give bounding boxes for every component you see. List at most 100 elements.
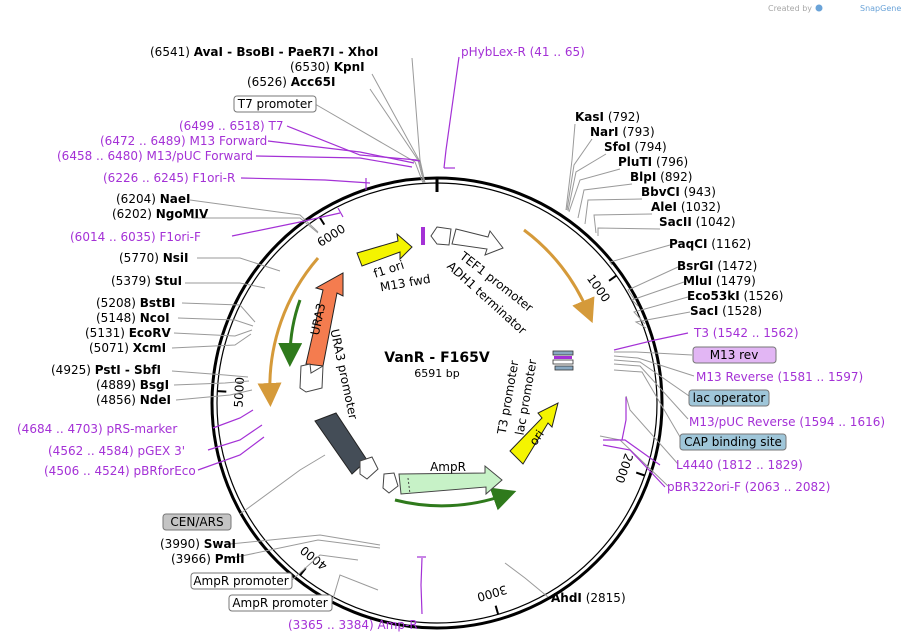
ampr-promoter-feature [359,456,379,480]
feature-boxes: T7 promoter M13 rev lac operator CAP bin… [162,95,787,612]
cen-ars-feature [314,412,368,475]
feature-label-t7-promoter: T7 promoter [237,97,313,111]
feature-box-cen-ars [162,513,232,531]
tick-label-4000: 4000 [297,543,330,573]
feature-label-ampr-promoter-2: AmpR promoter [232,596,327,610]
site-mlui: MluI (1479) [683,274,756,288]
ura3-promoter-label: URA3 promoter [328,328,361,421]
feature-box-ampr-promoter-2 [228,594,333,612]
tick-label-6000: 6000 [315,222,348,250]
site-sacii: SacII (1042) [659,215,736,229]
backbone [210,176,664,630]
ura3-label: URA3 [308,302,328,337]
tick-mark-1000 [608,274,617,282]
site-xcmi: (5071) XcmI [89,341,166,355]
primer-prs-marker: (4684 .. 4703) pRS-marker [17,422,177,436]
site-blpi: BlpI (892) [630,170,692,184]
tick-label-3000: 3000 [475,582,508,604]
site-ngomiv: (6202) NgoMIV [112,207,209,221]
site-bsgi: (4889) BsgI [96,378,169,392]
primer-lines [197,56,689,615]
feature-box-lac-operator [688,389,770,407]
feature-box-ampr-promoter-1 [190,572,293,590]
restriction-sites: (6541) AvaI - BsoBI - PaeR7I - XhoI (653… [51,45,783,605]
lac-operator-mark [552,350,574,356]
primer-amp-r: (3365 .. 3384) Amp-R [288,618,418,632]
tick-label-2000: 2000 [612,452,635,485]
f1-ori-feature [356,232,413,267]
ura3-feature [305,272,344,367]
primer-pbr322ori-f: pBR322ori-F (2063 .. 2082) [667,480,830,494]
site-kasi: KasI (792) [575,110,640,124]
primer-t7: (6499 .. 6518) T7 [179,119,284,133]
credit-brand: SnapGene [860,4,901,13]
feature-box-m13-rev [692,346,777,364]
cap-site-mark [554,365,574,371]
lac-promoter-mark [552,359,574,365]
site-bsrgi: BsrGI (1472) [677,259,757,273]
tick-label-1000: 1000 [584,272,613,305]
feature-label-cap-binding-site: CAP binding site [684,435,782,449]
site-nsii: (5770) NsiI [119,251,189,265]
tick-mark-2000 [635,471,646,477]
position-ticks: 1000 2000 3000 4000 5000 6000 [217,216,646,615]
feature-label-cen-ars: CEN/ARS [170,515,223,529]
site-bbvci: BbvCI (943) [641,185,716,199]
primer-f1ori-f: (6014 .. 6035) F1ori-F [70,230,201,244]
site-pluti: PluTI (796) [618,155,688,169]
site-swai: (3990) SwaI [160,537,236,551]
site-eco53ki: Eco53kI (1526) [687,289,783,303]
feature-box-cap-binding-site [679,433,787,451]
adh1-terminator-feature [430,226,452,246]
site-nari: NarI (793) [590,125,655,139]
primer-m13-reverse: M13 Reverse (1581 .. 1597) [696,370,863,384]
feature-arcs [257,226,595,511]
feature-box-t7-promoter [233,95,317,113]
site-kpni: (6530) KpnI [290,60,365,74]
tick-label-5000: 5000 [231,377,247,408]
m13-fwd-feature [421,227,425,245]
feature-label-lac-operator: lac operator [693,391,766,405]
primer-m13-puc-forward: (6458 .. 6480) M13/pUC Forward [57,149,253,163]
site-sfoi: SfoI (794) [604,140,667,154]
m13-rev-mark [554,356,572,359]
tick-mark-4000 [299,567,307,576]
ampr-orf-arrow [394,487,517,511]
feature-label-m13-rev: M13 rev [710,348,759,362]
tick-mark-3000 [494,605,500,615]
primer-m13-puc-reverse: M13/pUC Reverse (1594 .. 1616) [689,415,885,429]
site-alei: AleI (1032) [651,200,721,214]
primer-m13-forward: (6472 .. 6489) M13 Forward [100,134,267,148]
ampr-promoter-feature-2 [382,472,399,494]
site-avai: (6541) AvaI - BsoBI - PaeR7I - XhoI [150,45,378,59]
ampr-feature [398,464,503,496]
plasmid-length: 6591 bp [414,367,459,380]
site-ndei: (4856) NdeI [96,393,171,407]
primer-phyblex-r: pHybLex-R (41 .. 65) [461,45,585,59]
primer-l4440: L4440 (1812 .. 1829) [676,458,803,472]
ampr-label: AmpR [430,460,466,474]
orf-arrow-right [523,228,595,324]
site-ncoi: (5148) NcoI [96,311,170,325]
tick-mark-6000 [318,216,326,226]
site-stui: (5379) StuI [111,274,182,288]
primer-t3: T3 (1542 .. 1562) [693,326,799,340]
orf-arrow-left [257,257,320,407]
snapgene-logo-icon [815,4,823,12]
site-ahdi: AhdI (2815) [551,591,626,605]
ura3-orf-arrow [278,299,303,367]
feature-label-ampr-promoter-1: AmpR promoter [193,574,288,588]
site-bstbi: (5208) BstBI [96,296,175,310]
primer-pbrforeco: (4506 .. 4524) pBRforEco [44,464,196,478]
site-ecorv: (5131) EcoRV [85,326,172,340]
tef1-promoter-feature [451,228,504,256]
site-pmli: (3966) PmlI [171,552,245,566]
primer-f1ori-r: (6226 .. 6245) F1ori-R [103,171,235,185]
site-acc65i: (6526) Acc65I [247,75,335,89]
site-paqci: PaqCI (1162) [669,237,751,251]
plasmid-name: VanR - F165V [384,350,490,366]
site-saci: SacI (1528) [690,304,762,318]
site-psti: (4925) PstI - SbfI [51,363,161,377]
ura3-promoter-feature [299,363,324,393]
site-naei: (6204) NaeI [116,192,190,206]
